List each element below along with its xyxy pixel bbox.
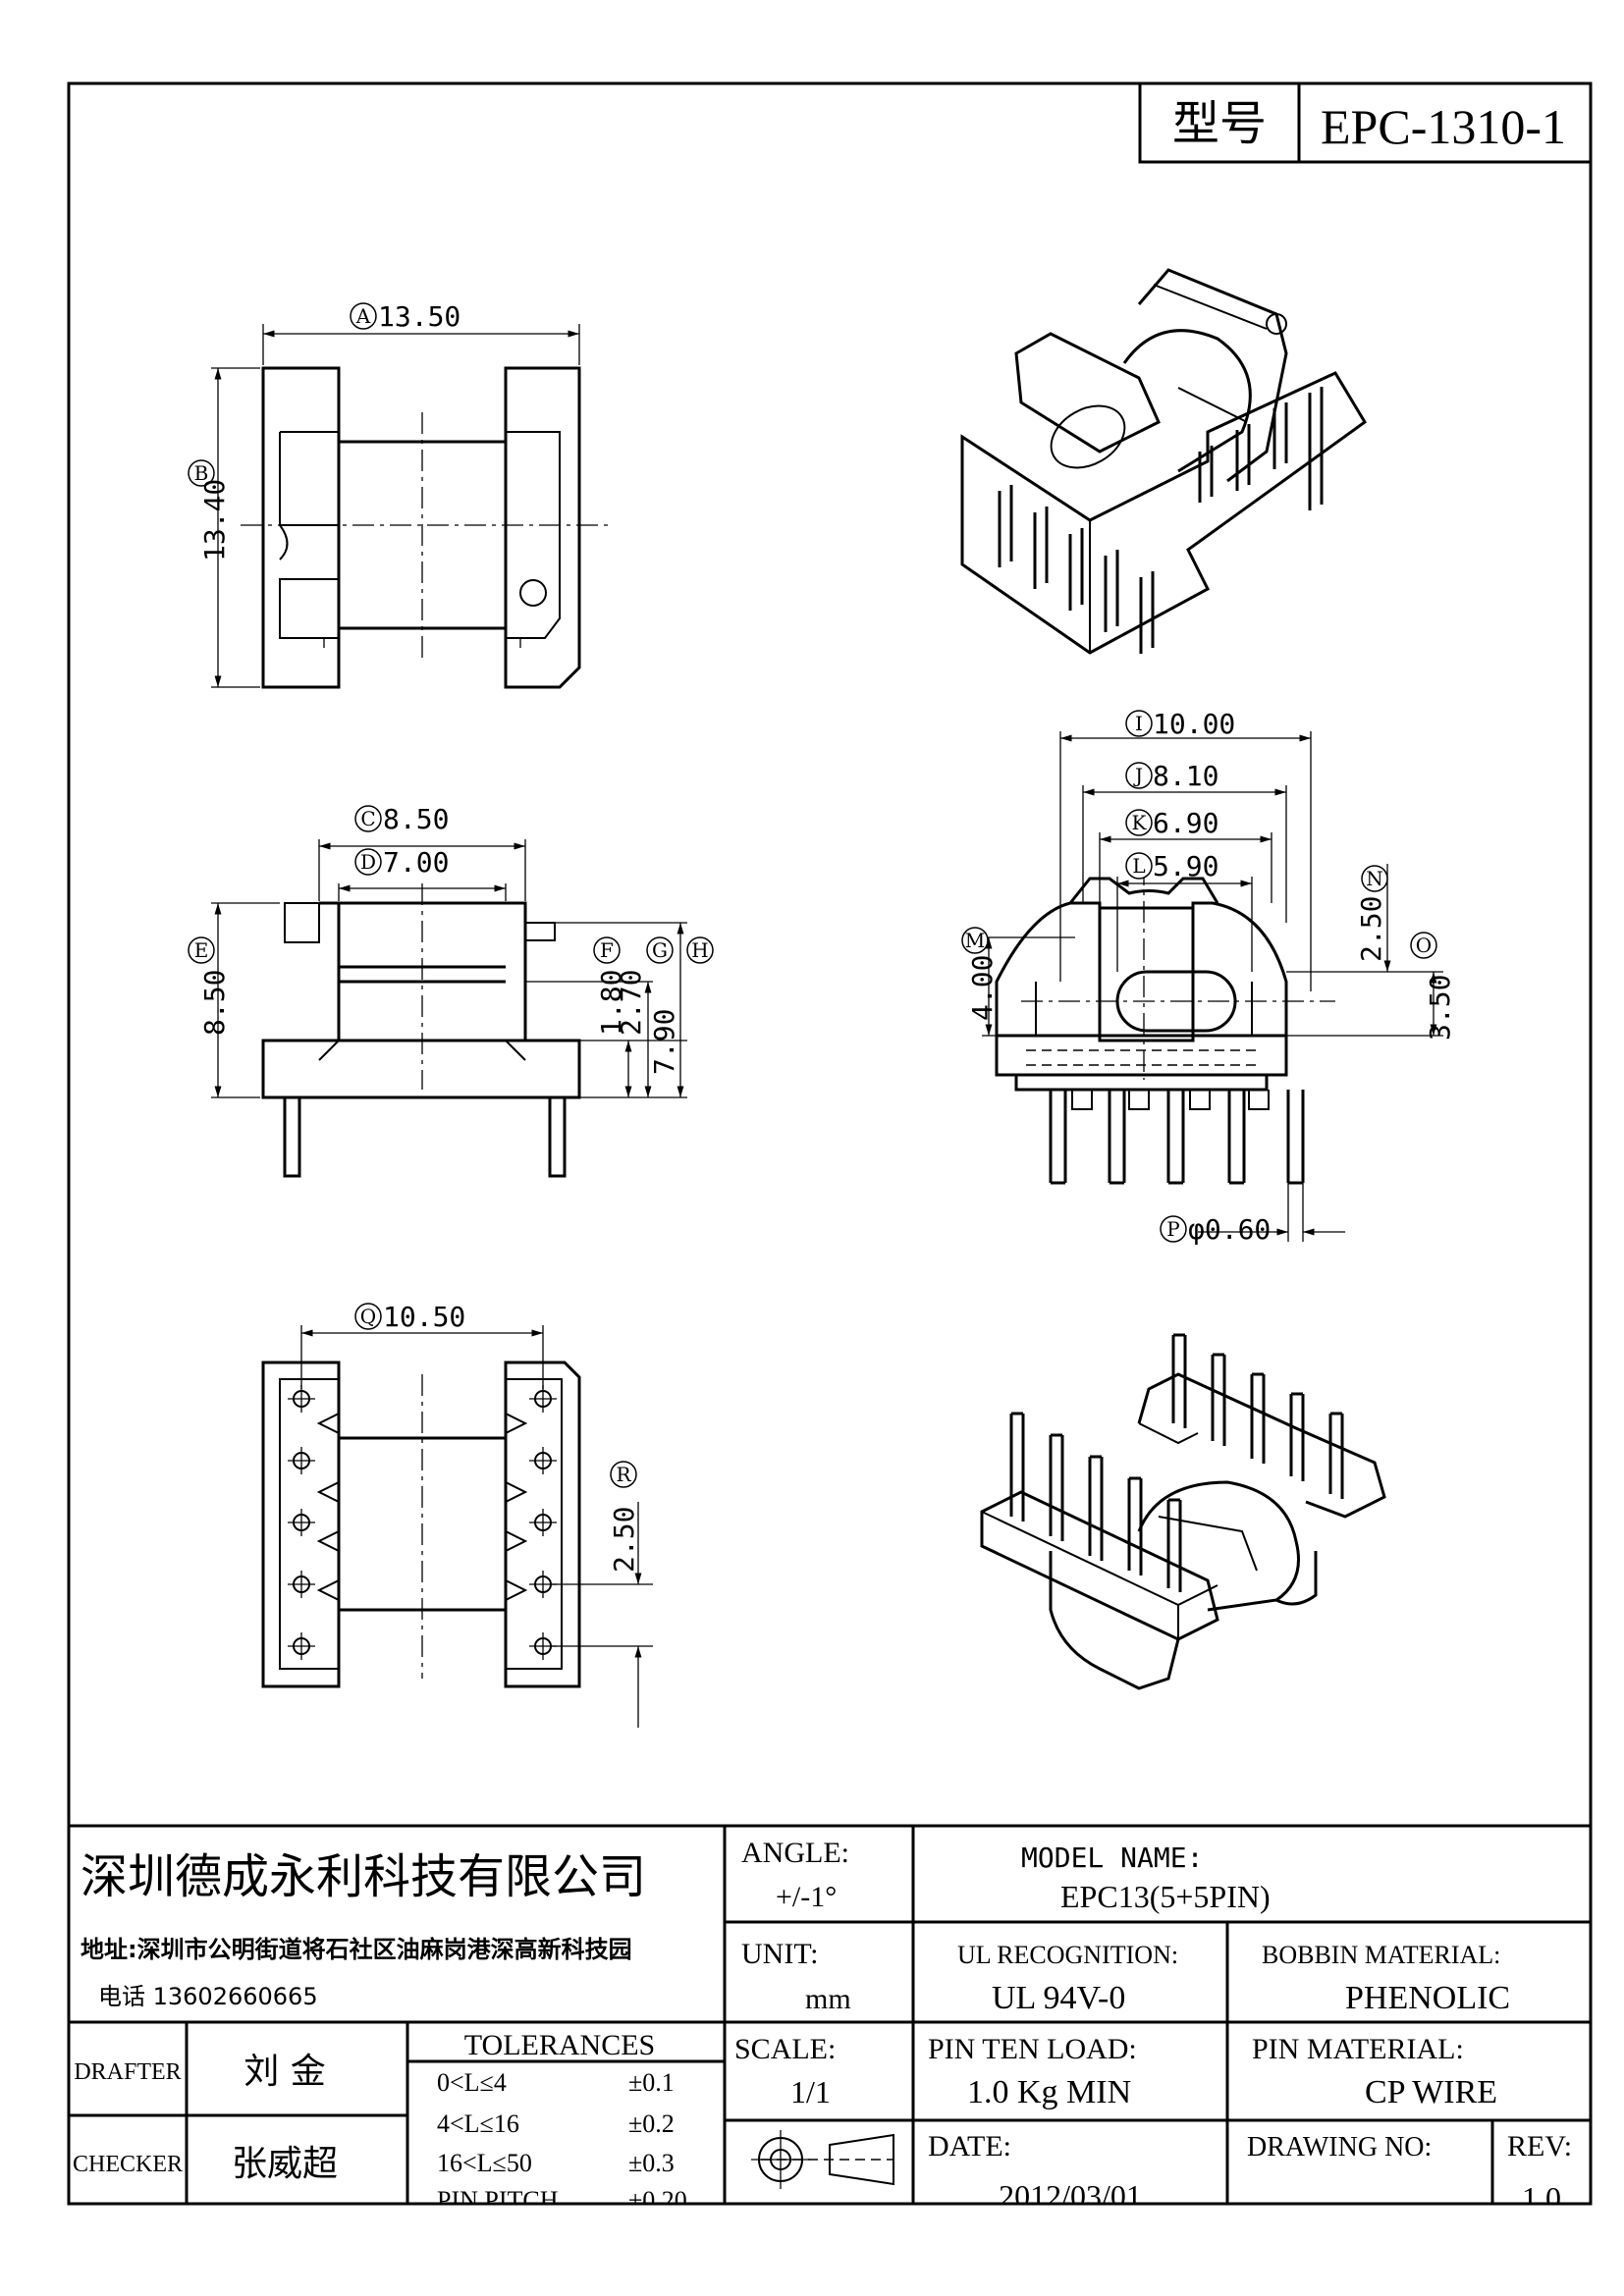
tolerance-row-4-tol: ±0.20: [628, 2186, 687, 2215]
dim-C-value: 8.50: [383, 803, 449, 835]
dim-I-letter: I: [1135, 712, 1143, 735]
dim-E-letter: E: [194, 938, 209, 962]
dim-C-letter: C: [360, 807, 375, 830]
model-name-label: MODEL NAME:: [1021, 1842, 1203, 1874]
angle-label: ANGLE:: [741, 1837, 849, 1869]
front-view: [211, 839, 687, 1178]
dim-O-value: 3.50: [1424, 975, 1456, 1041]
ul-label: UL RECOGNITION:: [957, 1941, 1178, 1969]
dim-O-letter: O: [1416, 934, 1432, 957]
dim-P-letter: P: [1166, 1217, 1179, 1241]
tolerance-row-4-range: PIN PITCH: [437, 2186, 559, 2215]
dim-Q-value: 10.50: [383, 1301, 465, 1333]
unit-value: mm: [805, 1983, 851, 2015]
bobbin-value: PHENOLIC: [1345, 1980, 1510, 2016]
sheet-border: [67, 81, 1593, 2206]
checker-name: 张威超: [232, 2144, 338, 2184]
tolerance-row-2-range: 4<L≤16: [437, 2109, 519, 2138]
dim-M-letter: M: [965, 929, 985, 952]
dim-I-value: 10.00: [1153, 708, 1235, 740]
dim-R-value: 2.50: [608, 1507, 640, 1573]
dim-G-value: 2.70: [615, 970, 647, 1036]
dim-A-letter: A: [355, 304, 371, 328]
model-label: 型号: [1172, 96, 1267, 151]
date-value: 2012/03/01: [999, 2178, 1142, 2214]
iso-view-bottom: [980, 1333, 1386, 1690]
title-block-text: 深圳德成永利科技有限公司 地址:深圳市公明街道将石社区油麻岗港深高新科技园 电话…: [73, 1837, 1572, 2184]
dim-N-letter: N: [1366, 867, 1383, 890]
dim-D-letter: D: [360, 850, 376, 874]
dim-K-letter: K: [1132, 811, 1148, 834]
scale-label: SCALE:: [734, 2033, 836, 2065]
pin-material-value: CP WIRE: [1365, 2074, 1497, 2110]
dim-K-value: 6.90: [1153, 807, 1218, 839]
model-name-value: EPC13(5+5PIN): [1060, 1879, 1271, 1914]
tolerance-row-2-tol: ±0.2: [628, 2109, 675, 2138]
drawing-no-label: DRAWING NO:: [1247, 2132, 1432, 2163]
scale-value: 1/1: [790, 2074, 831, 2109]
company-address: 地址:深圳市公明街道将石社区油麻岗港深高新科技园: [81, 1936, 632, 1963]
dim-G-letter: G: [652, 938, 668, 962]
dim-R-letter: R: [616, 1463, 631, 1486]
top-view: [211, 324, 609, 689]
dim-F-letter: F: [600, 938, 614, 962]
angle-value: +/-1°: [776, 1881, 837, 1913]
dim-A-value: 13.50: [378, 300, 460, 333]
company-phone: 电话 13602660665: [98, 1983, 318, 2010]
dimension-labels: A 13.50 B 13.40 C 8.50 D 7.00 E 8.50 F 1…: [188, 300, 1456, 1573]
rev-value: 1.0: [1522, 2180, 1561, 2216]
dim-N-value: 2.50: [1355, 896, 1387, 962]
dim-J-value: 8.10: [1153, 760, 1218, 792]
drafter-label: DRAFTER: [74, 2059, 181, 2085]
dim-F-value: 1.80: [595, 970, 627, 1036]
dim-P-value: φ0.60: [1188, 1213, 1271, 1246]
pin-load-label: PIN TEN LOAD:: [928, 2033, 1137, 2065]
dim-H-letter: H: [691, 938, 708, 962]
tolerances-label: TOLERANCES: [464, 2029, 655, 2061]
company-name: 深圳德成永利科技有限公司: [81, 1849, 646, 1904]
tolerance-row-1-range: 0<L≤4: [437, 2068, 507, 2097]
tolerance-row-3-range: 16<L≤50: [437, 2149, 532, 2177]
ul-value: UL 94V-0: [992, 1980, 1125, 2016]
unit-label: UNIT:: [741, 1938, 819, 1970]
drafter-name: 刘 金: [244, 2052, 325, 2092]
checker-label: CHECKER: [73, 2152, 183, 2177]
dim-J-letter: J: [1133, 764, 1143, 787]
tolerance-row-1-tol: ±0.1: [628, 2068, 675, 2097]
pin-material-label: PIN MATERIAL:: [1252, 2033, 1464, 2065]
iso-view-top: [960, 268, 1367, 655]
dim-D-value: 7.00: [383, 846, 449, 879]
dim-Q-letter: Q: [360, 1305, 376, 1328]
model-value: EPC-1310-1: [1321, 99, 1566, 154]
dim-L-letter: L: [1132, 854, 1145, 878]
rev-label: REV:: [1507, 2130, 1572, 2163]
pin-load-value: 1.0 Kg MIN: [967, 2074, 1131, 2110]
dim-E-value: 8.50: [198, 970, 231, 1036]
dim-B-letter: B: [194, 461, 209, 485]
dim-L-value: 5.90: [1153, 850, 1218, 882]
bobbin-label: BOBBIN MATERIAL:: [1262, 1941, 1500, 1969]
dim-H-value: 7.90: [648, 1009, 680, 1075]
model-header-box: 型号 EPC-1310-1: [1138, 83, 1591, 164]
title-block: [69, 1824, 1591, 2204]
side-view: [982, 731, 1443, 1242]
date-label: DATE:: [928, 2130, 1011, 2163]
tolerance-row-3-tol: ±0.3: [628, 2149, 675, 2177]
dim-B-value: 13.40: [198, 479, 231, 561]
dim-M-value: 4.00: [966, 955, 999, 1021]
bottom-view: [261, 1325, 653, 1728]
